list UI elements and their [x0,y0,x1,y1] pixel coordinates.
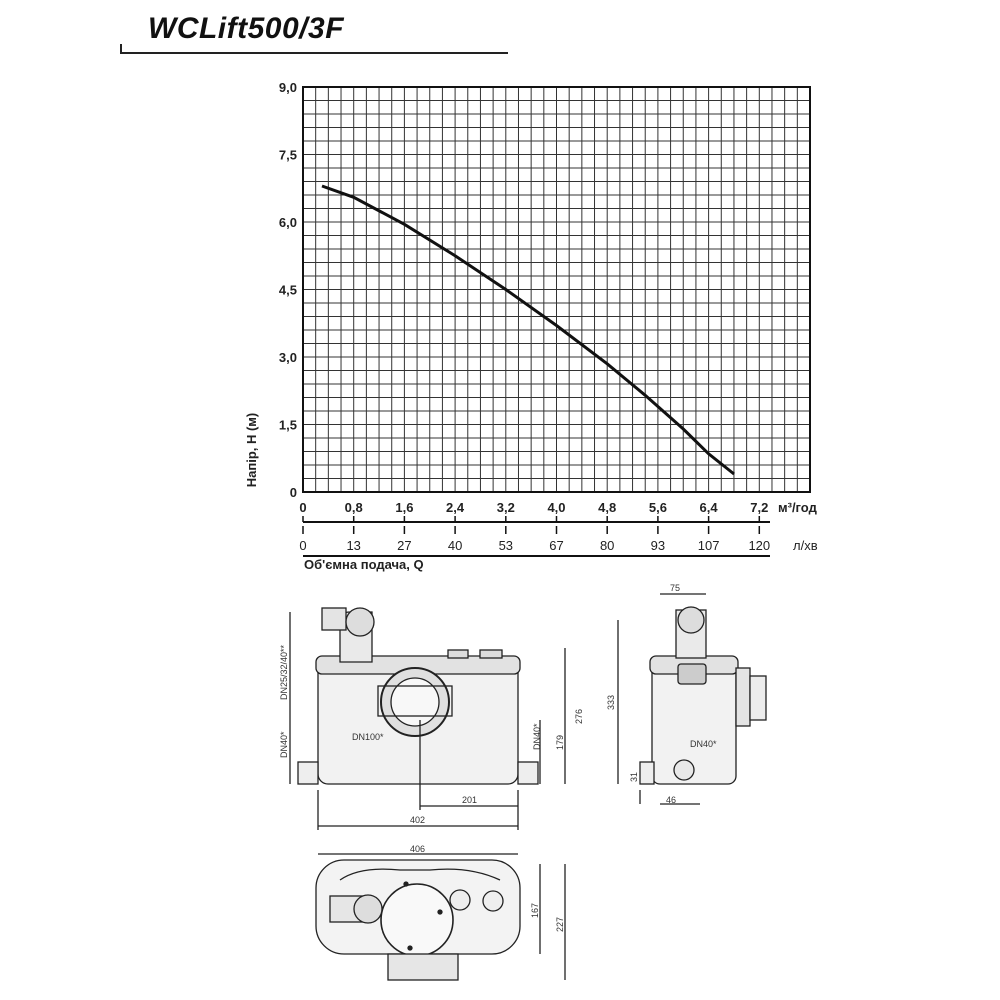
side-view-dimensions: 75 333 DN40* 31 46 [606,583,717,805]
top-view-drawing [315,853,566,981]
x2-tick-label: 120 [748,538,770,553]
y-tick-label: 7,5 [279,148,297,163]
dim-46: 46 [666,795,676,805]
dim-276: 276 [574,709,584,724]
x-unit-label: м³/год [778,500,818,515]
x-tick-label: 0,8 [345,500,363,515]
title-underline-tick [120,44,122,54]
x-tick-label: 3,2 [497,500,515,515]
y-tick-label: 4,5 [279,283,297,298]
x-tick-label: 7,2 [750,500,768,515]
dim-31: 31 [629,772,639,782]
dim-75: 75 [670,583,680,593]
dim-dn40-left: DN40* [279,731,289,758]
dim-dn40-right: DN40* [532,723,542,750]
x2-tick-label: 53 [499,538,513,553]
dim-167: 167 [530,903,540,918]
dim-333: 333 [606,695,616,710]
x2-tick-label: 0 [299,538,306,553]
x2-tick-labels: 0 13 27 40 53 67 80 93 107 120 [299,526,770,553]
side-view-drawing [617,593,767,805]
x2-unit-label: л/хв [793,538,818,553]
y-tick-labels: 9,0 7,5 6,0 4,5 3,0 1,5 0 [279,80,297,500]
dim-dn40-side: DN40* [690,739,717,749]
x2-tick-label: 107 [698,538,720,553]
dim-227: 227 [555,917,565,932]
top-view-dimensions: 406 167 227 [410,844,565,932]
x2-tick-label: 13 [346,538,360,553]
x-axis-label: Об'ємна подача, Q [304,557,424,572]
title-underline [120,52,508,54]
y-tick-label: 3,0 [279,350,297,365]
x-tick-label: 1,6 [395,500,413,515]
dim-402: 402 [410,815,425,825]
chart-grid [303,87,810,492]
pump-curve-line [321,184,735,476]
dim-179: 179 [555,735,565,750]
page-title: WCLift500/3F [148,12,345,45]
x-tick-label: 4,8 [598,500,616,515]
front-view-drawing [289,607,566,830]
dim-201: 201 [462,795,477,805]
x2-tick-label: 27 [397,538,411,553]
x-tick-labels: 0 0,8 1,6 2,4 3,2 4,0 4,8 5,6 6,4 7,2 [299,500,768,522]
x2-tick-label: 93 [651,538,665,553]
x-tick-label: 2,4 [446,500,465,515]
dim-406: 406 [410,844,425,854]
x-tick-label: 5,6 [649,500,667,515]
x-tick-label: 0 [299,500,306,515]
plot-frame [302,86,811,493]
y-tick-label: 6,0 [279,215,297,230]
x2-tick-label: 40 [448,538,462,553]
dim-dn25: DN25/32/40** [279,644,289,700]
x2-tick-label: 80 [600,538,614,553]
dim-dn100: DN100* [352,732,384,742]
front-view-dimensions: DN25/32/40** DN40* DN100* DN40* 179 276 … [279,644,584,825]
y-tick-label: 9,0 [279,80,297,95]
y-tick-label: 1,5 [279,418,297,433]
x-tick-label: 4,0 [547,500,565,515]
x-tick-label: 6,4 [700,500,719,515]
y-tick-label: 0 [290,485,297,500]
x2-tick-label: 67 [549,538,563,553]
y-axis-label: Напір, Н (м) [244,413,259,488]
